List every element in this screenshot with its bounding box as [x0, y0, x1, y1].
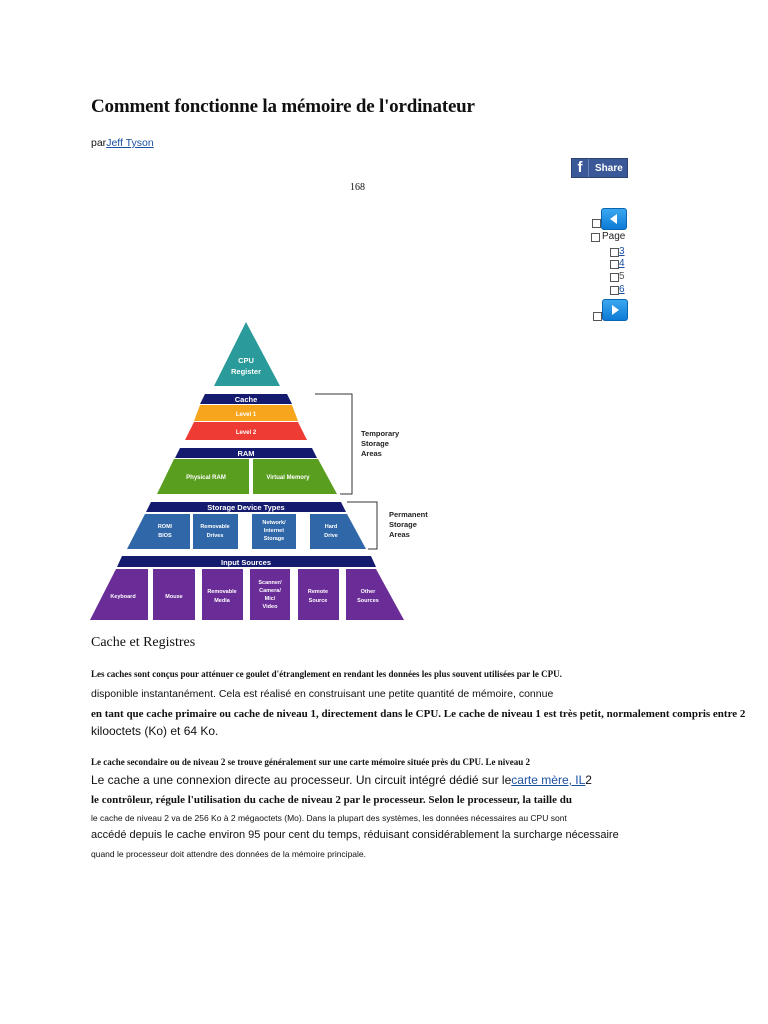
- tier-keyboard: [90, 569, 148, 620]
- label-video: Video: [263, 604, 279, 610]
- paragraph-line: kilooctets (Ko) et 64 Ko.: [91, 724, 219, 738]
- bullet-box: [593, 312, 602, 321]
- label-camera: Camera/: [259, 588, 281, 594]
- line-text: 2: [585, 773, 592, 787]
- label-level1: Level 1: [236, 412, 257, 418]
- next-page-button[interactable]: [602, 299, 628, 321]
- tier-removable-media: [202, 569, 243, 620]
- memory-hierarchy-diagram: CPU Register Cache Level 1 Level 2 RAM P…: [90, 322, 428, 620]
- bullet-box: [610, 273, 619, 282]
- facebook-share-button[interactable]: f Share: [571, 158, 628, 178]
- bullet-box: [591, 233, 600, 242]
- label-internet: Internet: [264, 528, 284, 534]
- tier-other-sources: [346, 569, 404, 620]
- bullet-box: [610, 260, 619, 269]
- label-source: Source: [309, 598, 328, 604]
- page-label: Page: [602, 231, 626, 242]
- permanent-bracket: [347, 501, 378, 550]
- share-count: 168: [350, 182, 365, 193]
- temporary-bracket: [315, 393, 353, 495]
- byline: parJeff Tyson: [91, 137, 154, 149]
- tier-storage: [146, 502, 346, 512]
- line-text: Le cache a une connexion directe au proc…: [91, 773, 512, 787]
- paragraph-line: disponible instantanément. Cela est réal…: [91, 688, 554, 700]
- page-link-6[interactable]: 6: [619, 284, 625, 295]
- label-physical-ram: Physical RAM: [186, 475, 226, 481]
- author-link[interactable]: Jeff Tyson: [106, 137, 154, 149]
- tier-network: [252, 514, 296, 549]
- tier-cache: [200, 394, 292, 404]
- label-mic: Mic/: [265, 596, 276, 602]
- label-level2: Level 2: [236, 430, 257, 436]
- tier-hard-drive: [310, 514, 366, 549]
- page-current-5: 5: [619, 271, 625, 282]
- motherboard-link[interactable]: carte mère, IL: [511, 773, 586, 787]
- label-ram: RAM: [237, 449, 254, 458]
- label-storage: Storage Device Types: [207, 503, 284, 512]
- label-hard: Hard: [325, 524, 338, 530]
- label-keyboard: Keyboard: [110, 594, 135, 600]
- tier-mouse: [153, 569, 195, 620]
- label-permanent-areas: Areas: [389, 530, 410, 539]
- paragraph-line: Le cache a une connexion directe au proc…: [91, 773, 592, 787]
- arrow-right-icon: [612, 305, 619, 315]
- tier-level2: [185, 422, 307, 440]
- paragraph-line: Le cache secondaire ou de niveau 2 se tr…: [91, 757, 531, 767]
- tier-removable-drives: [193, 514, 238, 549]
- paragraph-line: quand le processeur doit attendre des do…: [91, 849, 367, 859]
- label-bios: BIOS: [158, 533, 172, 539]
- tier-remote-source: [298, 569, 339, 620]
- label-input: Input Sources: [221, 558, 271, 567]
- page-link-3[interactable]: 3: [619, 246, 625, 257]
- page-link-4[interactable]: 4: [619, 258, 625, 269]
- label-permanent-storage: Storage: [389, 520, 417, 529]
- bullet-box: [592, 219, 601, 228]
- label-mouse: Mouse: [165, 594, 182, 600]
- label-remote: Remote: [308, 589, 328, 595]
- label-network: Network/: [262, 520, 286, 526]
- label-rom: ROM/: [158, 524, 173, 530]
- label-removable-2: Removable: [207, 589, 236, 595]
- label-permanent: Permanent: [389, 510, 428, 519]
- tier-scanner: [250, 569, 290, 620]
- tier-physical-ram: [157, 459, 249, 494]
- facebook-icon: f: [572, 159, 589, 177]
- paragraph-line: Les caches sont conçus pour atténuer ce …: [91, 669, 562, 679]
- label-other: Other: [361, 589, 377, 595]
- label-temporary-storage: Storage: [361, 439, 389, 448]
- bullet-box: [610, 248, 619, 257]
- prev-page-button[interactable]: [601, 208, 627, 230]
- arrow-left-icon: [610, 214, 617, 224]
- paragraph-line: le contrôleur, régule l'utilisation du c…: [91, 794, 572, 806]
- byline-prefix: par: [91, 137, 107, 149]
- tier-ram: [175, 448, 317, 458]
- paragraph-line: le cache de niveau 2 va de 256 Ko à 2 mé…: [91, 813, 567, 823]
- tier-virtual-memory: [253, 459, 337, 494]
- article-title: Comment fonctionne la mémoire de l'ordin…: [91, 96, 475, 117]
- label-temporary: Temporary: [361, 429, 400, 438]
- tier-cpu: [214, 322, 280, 386]
- share-label: Share: [595, 162, 623, 174]
- tier-rom: [127, 514, 190, 549]
- label-drives: Drives: [207, 533, 224, 539]
- tier-level1: [194, 405, 298, 421]
- label-net-storage: Storage: [264, 536, 284, 542]
- section-heading: Cache et Registres: [91, 635, 196, 650]
- label-temporary-areas: Areas: [361, 449, 382, 458]
- label-cache: Cache: [235, 395, 258, 404]
- bullet-box: [610, 286, 619, 295]
- label-media: Media: [214, 598, 231, 604]
- label-virtual-memory: Virtual Memory: [266, 475, 310, 481]
- label-drive: Drive: [324, 533, 338, 539]
- label-sources: Sources: [357, 598, 379, 604]
- label-register: Register: [231, 367, 261, 376]
- tier-input: [117, 556, 376, 567]
- label-scanner: Scanner/: [258, 580, 282, 586]
- paragraph-line: accédé depuis le cache environ 95 pour c…: [91, 829, 619, 841]
- paragraph-line: en tant que cache primaire ou cache de n…: [91, 708, 746, 720]
- label-cpu: CPU: [238, 356, 254, 365]
- label-removable: Removable: [200, 524, 229, 530]
